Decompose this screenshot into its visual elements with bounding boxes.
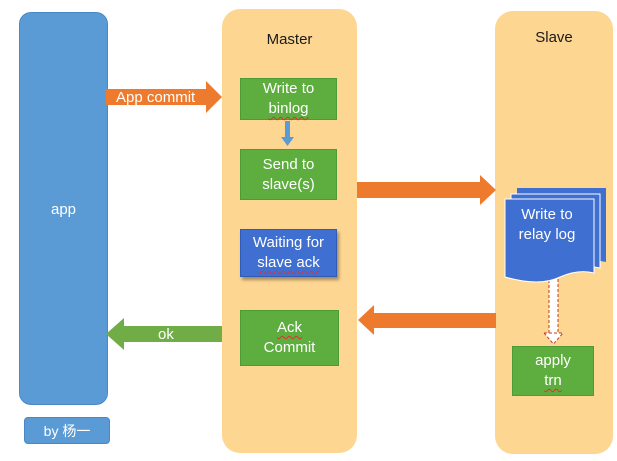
apply-trn-step: apply trn [512,346,594,396]
credit-badge: by 杨一 [24,417,110,444]
app-lane: app [19,12,108,405]
ack-commit-line2: Commit [263,339,316,356]
ack-commit-step: Ack Commit [240,310,339,366]
waiting-for-ack-line1: Waiting for [252,234,325,251]
credit-text: by 杨一 [43,422,91,439]
slave-ack-arrow [358,305,496,335]
app-lane-label: app [50,201,77,218]
relay-log-document [504,198,595,283]
ok-label: ok [158,326,174,343]
binlog-connector-arrow [285,121,290,139]
ack-commit-line1: Ack [276,319,302,336]
relay-apply-connector-arrow [548,267,559,335]
relay-log-line1: Write to [521,206,573,223]
send-to-slave-arrow [357,175,496,205]
write-to-binlog-line2: binlog [268,100,309,117]
app-commit-arrow [106,81,222,113]
ok-arrow [106,318,222,350]
send-to-slaves-line2: slave(s) [262,175,315,193]
apply-trn-line2: trn [544,372,562,389]
send-to-slaves-line1: Send to [262,155,315,173]
relay-log-line2: relay log [518,226,576,243]
waiting-for-ack-line2: slave ack [257,254,320,271]
send-to-slaves-step: Send to slave(s) [240,149,337,200]
write-to-binlog-line1: Write to [262,80,315,97]
app-commit-label: App commit [116,89,196,106]
slave-lane-title: Slave [535,29,573,46]
relay-log-label: Write to relay log [505,205,589,245]
write-to-binlog-step: Write to binlog [240,78,337,120]
waiting-for-ack-step: Waiting for slave ack [240,229,337,277]
apply-trn-line1: apply [535,352,571,369]
master-lane-title: Master [266,31,313,48]
